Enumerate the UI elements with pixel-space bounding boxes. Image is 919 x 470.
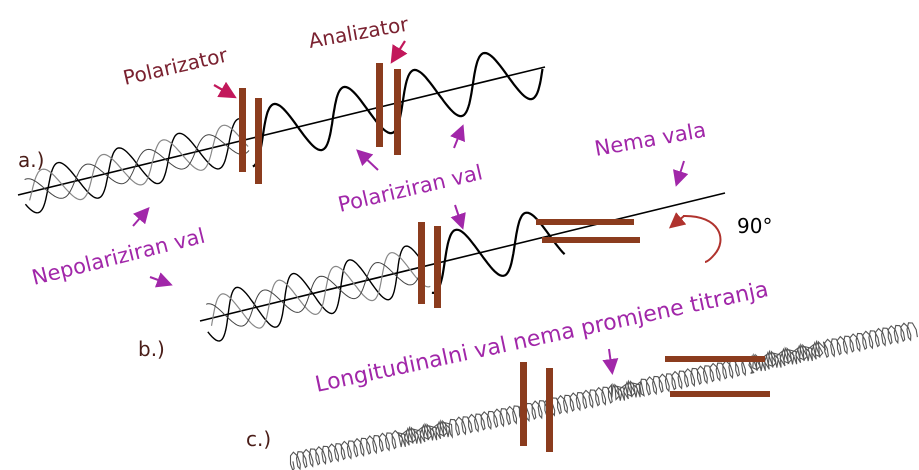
label-polariziran-val: Polariziran val xyxy=(336,160,485,217)
unpolarized-wave-b-2 xyxy=(210,252,431,329)
analyzer-c xyxy=(665,356,770,397)
arrow-icon-polariziran-1 xyxy=(356,149,379,171)
wave-a xyxy=(17,51,546,214)
polarizer-c xyxy=(520,362,553,452)
analyzer-a xyxy=(376,63,401,155)
analyzer-c-bar-1 xyxy=(665,356,765,362)
unpolarized-wave-a-2 xyxy=(29,124,249,201)
rotation-arrow-icon xyxy=(682,214,722,263)
arrow-icon-polariziran-3 xyxy=(450,204,466,230)
unpolarized-wave-a-3 xyxy=(24,134,250,199)
rotation-arrow-head xyxy=(668,212,687,229)
label-part-b: b.) xyxy=(138,337,165,361)
arrow-icon-longitudinalni xyxy=(602,348,619,375)
label-polarizator: Polarizator xyxy=(121,42,231,89)
analyzer-b-rotated xyxy=(536,219,640,243)
wave-b xyxy=(199,192,726,342)
label-nema-vala: Nema vala xyxy=(593,118,708,161)
unpolarized-wave-a xyxy=(24,118,241,214)
polarizer-c-bar-2 xyxy=(546,368,553,452)
label-analizator: Analizator xyxy=(307,12,411,53)
analyzer-c-bar-2 xyxy=(670,391,770,397)
label-part-a: a.) xyxy=(18,148,44,172)
unpolarized-wave-b xyxy=(207,245,426,342)
label-nepolariziran-val: Nepolariziran val xyxy=(29,224,207,290)
arrow-icon-nema-vala xyxy=(673,160,689,187)
analyzer-a-bar-2 xyxy=(394,69,401,155)
polarizer-a-bar-1 xyxy=(239,88,246,172)
spring-coil-icon xyxy=(289,322,918,470)
arrow-icon-polarizator xyxy=(213,81,237,99)
analyzer-b-bar-2 xyxy=(542,237,640,243)
label-part-c: c.) xyxy=(246,427,271,451)
analyzer-a-bar-1 xyxy=(376,63,383,147)
polarizer-b xyxy=(418,222,441,308)
arrow-icon-nepolariziran-2 xyxy=(149,272,173,288)
analyzer-b-bar-1 xyxy=(536,219,634,225)
polarizer-c-bar-1 xyxy=(520,362,527,446)
arrow-icon-analizator xyxy=(390,40,408,64)
axis-b xyxy=(199,192,726,322)
annotation-arrows xyxy=(132,40,689,375)
axis-a xyxy=(17,66,546,196)
polarizer-a xyxy=(239,88,262,184)
arrow-icon-nepolariziran-1 xyxy=(132,206,150,227)
arrow-icon-polariziran-2 xyxy=(450,124,465,149)
polarizer-b-bar-2 xyxy=(434,226,441,308)
polarizer-b-bar-1 xyxy=(418,222,425,304)
unpolarized-wave-b-3 xyxy=(206,260,425,327)
polarized-wave-b xyxy=(431,211,566,295)
label-angle: 90° xyxy=(737,214,772,238)
polarizer-a-bar-2 xyxy=(255,98,262,184)
